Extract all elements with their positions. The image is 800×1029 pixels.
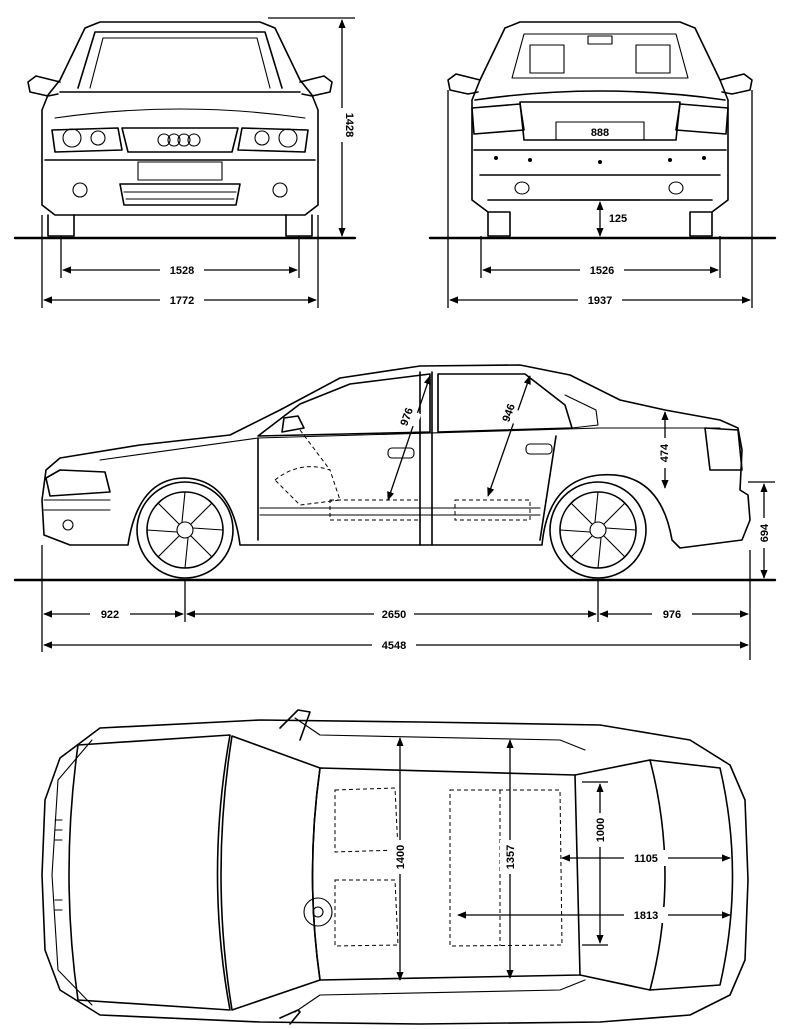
rear-plate-label: 888 xyxy=(591,127,609,139)
rear-height-label: 694 xyxy=(759,523,771,542)
top-view: 1400 1357 1000 1105 1813 xyxy=(41,709,749,1025)
rear-width-label: 1937 xyxy=(588,295,612,307)
front-door-diag-label: 976 xyxy=(398,406,416,427)
side-view: 976 946 474 694 922 2650 976 4548 xyxy=(13,364,777,660)
interior-width-rear-label: 1357 xyxy=(505,845,517,869)
rear-track-label: 1526 xyxy=(590,265,614,277)
wheelbase-label: 2650 xyxy=(382,609,406,621)
interior-width-front-label: 1400 xyxy=(395,845,407,869)
trunk-height-label: 474 xyxy=(659,443,671,462)
front-track-label: 1528 xyxy=(170,265,194,277)
front-view: 1528 1772 1428 xyxy=(13,17,357,308)
length-label: 4548 xyxy=(382,640,406,652)
rear-door-diag-label: 946 xyxy=(500,402,518,423)
rear-wheel xyxy=(549,481,647,579)
front-width-label: 1772 xyxy=(170,295,194,307)
rear-view: 888 125 1526 1937 xyxy=(428,21,777,308)
rear-overhang-label: 976 xyxy=(663,609,681,621)
cabin-length-label: 1813 xyxy=(634,910,658,922)
trunk-width-label: 1000 xyxy=(595,818,607,842)
front-height-label: 1428 xyxy=(343,113,355,137)
ground-clearance-label: 125 xyxy=(609,213,627,225)
front-overhang-label: 922 xyxy=(101,609,119,621)
trunk-length-label: 1105 xyxy=(634,853,658,865)
front-wheel xyxy=(136,481,234,579)
